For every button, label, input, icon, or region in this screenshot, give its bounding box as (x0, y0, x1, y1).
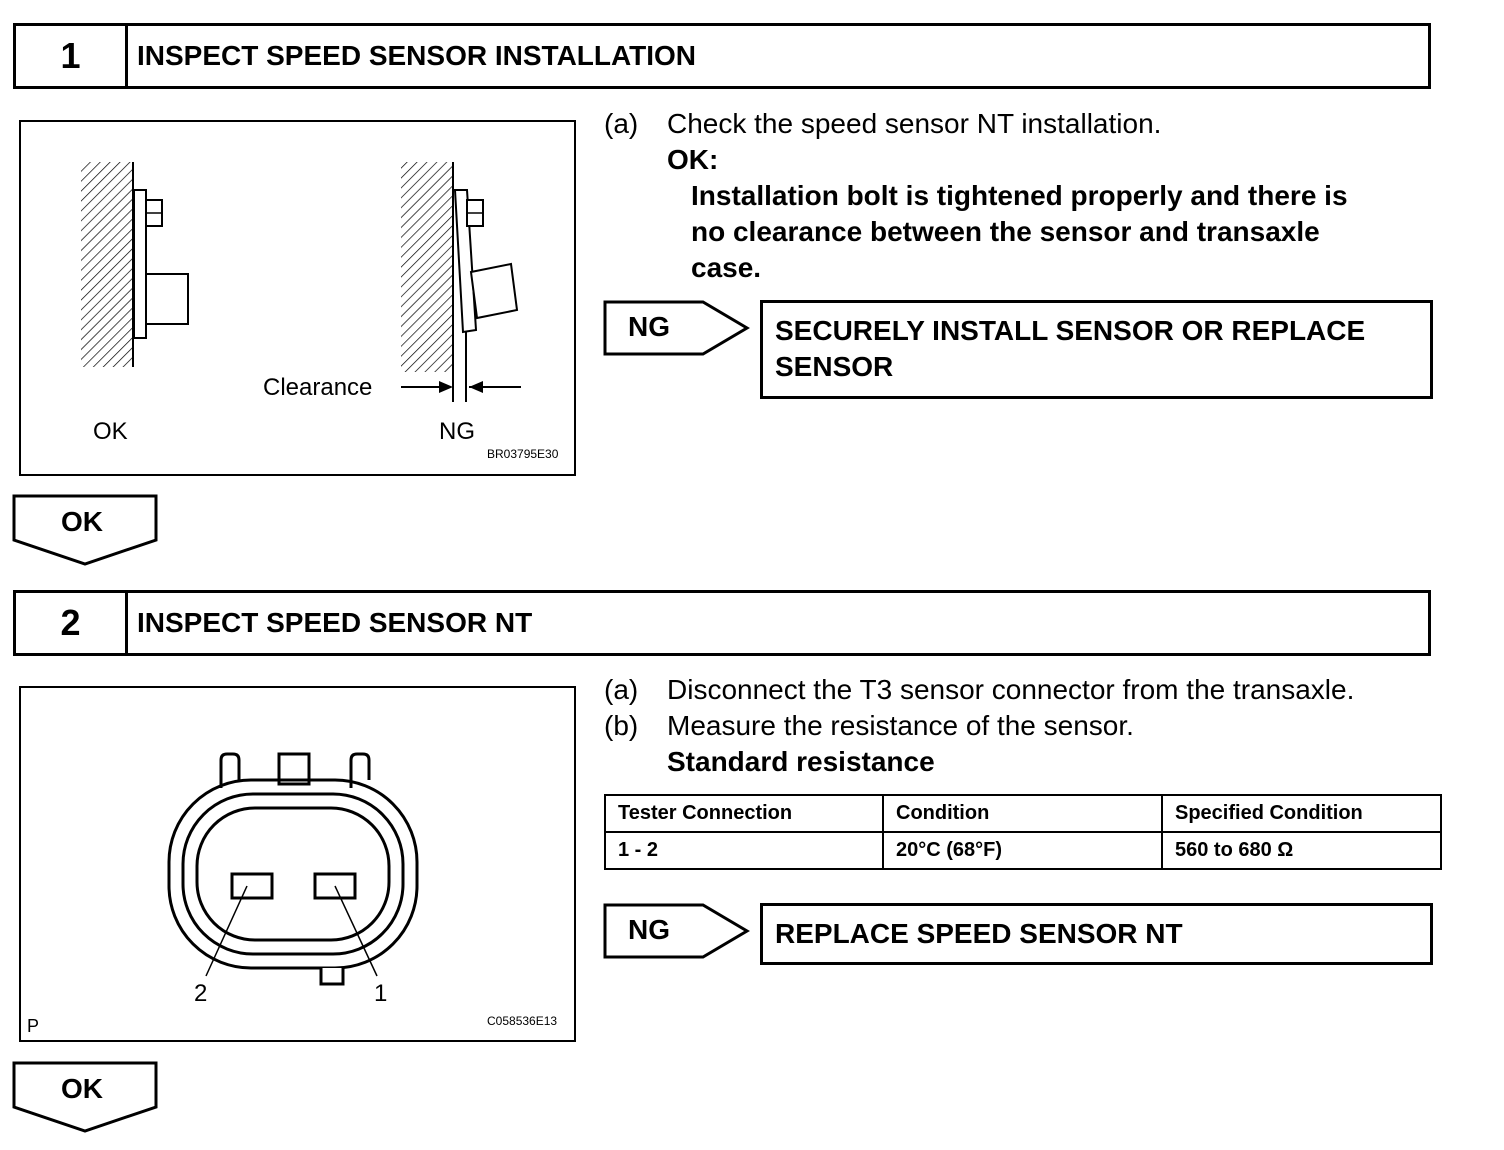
ok-figure-label: OK (93, 418, 128, 445)
step-2-instruction-b: Measure the resistance of the sensor. (667, 710, 1134, 741)
step-2-marker-b: (b) (604, 710, 639, 741)
ok-arrow-2: OK (12, 1061, 160, 1135)
step-2-title: INSPECT SPEED SENSOR NT (137, 607, 533, 638)
figure-code: BR03795E30 (487, 447, 559, 461)
ng-result-1: SECURELY INSTALL SENSOR OR REPLACE SENSO… (760, 300, 1433, 399)
table-header-cell: Tester Connection (604, 794, 884, 833)
pin-2-label: 2 (194, 980, 208, 1007)
step-1-header: 1 INSPECT SPEED SENSOR INSTALLATION (13, 23, 1431, 89)
figure-code-2: C058536E13 (487, 1014, 558, 1028)
connector-diagram (167, 752, 419, 986)
connector-figure: 2 1 P C058536E13 (19, 686, 576, 1042)
table-header-row: Tester Connection Condition Specified Co… (604, 794, 1442, 833)
figure-corner-label: P (27, 1016, 40, 1036)
step-1-number: 1 (16, 26, 128, 86)
installation-diagram (81, 162, 521, 402)
step-2-header: 2 INSPECT SPEED SENSOR NT (13, 590, 1431, 656)
ok-criteria-line-3: case. (691, 252, 762, 283)
spec-table: Tester Connection Condition Specified Co… (604, 794, 1442, 870)
step-1-instruction-a: Check the speed sensor NT installation. (667, 108, 1162, 139)
pin-1-label: 1 (374, 980, 388, 1007)
ok-arrow-1: OK (12, 494, 160, 568)
step-2-number: 2 (16, 593, 128, 653)
table-cell: 560 to 680 Ω (1161, 831, 1442, 870)
table-header-cell: Condition (882, 794, 1163, 833)
ng-arrow-2: NG (603, 903, 753, 961)
table-header-cell: Specified Condition (1161, 794, 1442, 833)
ng-result-2-text: REPLACE SPEED SENSOR NT (775, 918, 1183, 949)
clearance-label: Clearance (263, 374, 373, 401)
step-2-marker-a: (a) (604, 674, 639, 705)
ng-arrow-1: NG (603, 300, 753, 358)
step-1-marker-a: (a) (604, 108, 639, 139)
table-row: 1 - 2 20°C (68°F) 560 to 680 Ω (604, 831, 1442, 870)
ok-criteria-line-2: no clearance between the sensor and tran… (691, 216, 1320, 247)
ng-result-2: REPLACE SPEED SENSOR NT (760, 903, 1433, 965)
ok-heading: OK: (667, 144, 719, 175)
installation-figure: Clearance OK NG BR03795E30 (19, 120, 576, 476)
ng-result-1-line-2: SENSOR (775, 351, 894, 382)
table-cell: 20°C (68°F) (882, 831, 1163, 870)
table-cell: 1 - 2 (604, 831, 884, 870)
step-1-title: INSPECT SPEED SENSOR INSTALLATION (137, 40, 697, 71)
ng-result-1-line-1: SECURELY INSTALL SENSOR OR REPLACE (775, 315, 1366, 346)
ok-sensor-drawing (81, 162, 189, 367)
step-2-instruction-a: Disconnect the T3 sensor connector from … (667, 674, 1355, 705)
spec-heading: Standard resistance (667, 746, 935, 777)
ok-criteria-line-1: Installation bolt is tightened properly … (691, 180, 1348, 211)
ok-label-2: OK (61, 1073, 103, 1104)
ng-label-1: NG (628, 311, 670, 342)
ng-figure-label: NG (439, 418, 475, 445)
ng-label-2: NG (628, 914, 670, 945)
ng-sensor-drawing (401, 162, 521, 402)
ok-label-1: OK (61, 506, 103, 537)
